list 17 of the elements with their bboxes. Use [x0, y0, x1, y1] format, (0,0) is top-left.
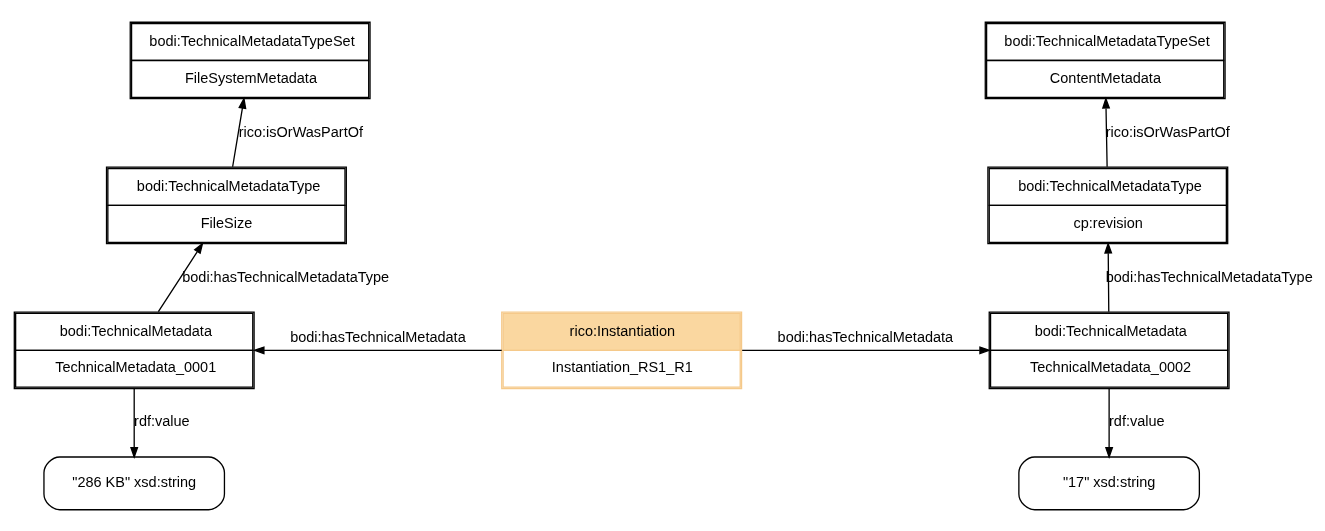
edge-label: rico:isOrWasPartOf	[238, 123, 363, 140]
edge-label: bodi:hasTechnicalMetadataType	[182, 268, 390, 285]
arrow	[232, 96, 247, 167]
edge-label: rdf:value	[1109, 412, 1165, 429]
arrow	[130, 387, 139, 459]
edge-label: bodi:hasTechnicalMetadata	[290, 328, 466, 345]
edge-label: bodi:hasTechnicalMetadata	[777, 328, 954, 345]
edge-label: rdf:value	[134, 412, 190, 429]
arrow	[1104, 387, 1114, 459]
arrow	[1104, 241, 1113, 312]
arrow	[157, 241, 204, 312]
node-box: "286 KB" xsd:string	[43, 455, 226, 510]
arrow	[1101, 96, 1111, 167]
edge-label: rico:isOrWasPartOf	[1105, 123, 1230, 140]
arrow	[741, 345, 992, 354]
node-box: "17" xsd:string	[1018, 455, 1201, 510]
arrow	[252, 345, 503, 354]
